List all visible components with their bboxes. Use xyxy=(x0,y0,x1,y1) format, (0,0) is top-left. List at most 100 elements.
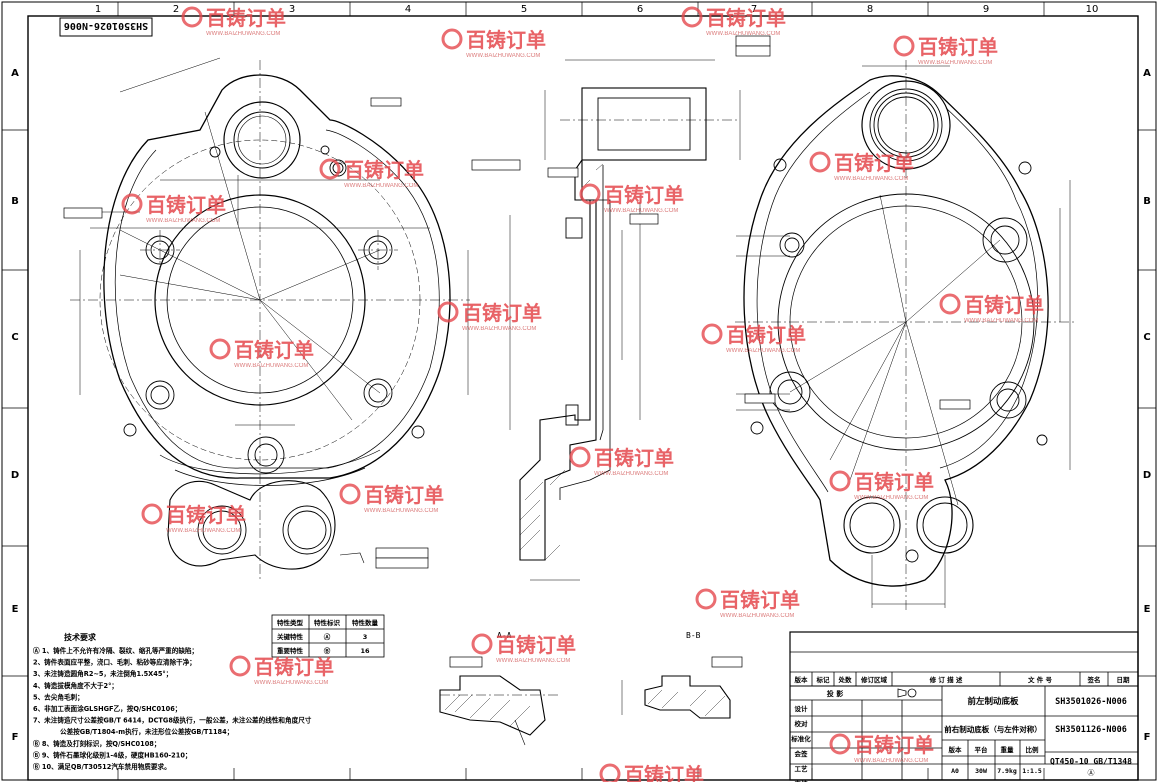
role-label: 工艺 xyxy=(795,764,809,773)
revision-header: 修 订 描 述 xyxy=(929,675,963,684)
revision-header: 签名 xyxy=(1087,675,1101,684)
grid-row-label-right: F xyxy=(1144,732,1151,743)
right-view-tolerance-frames xyxy=(744,393,971,410)
watermark-brand: 百铸订单 xyxy=(854,733,934,757)
watermark-brand: 百铸订单 xyxy=(254,655,334,679)
watermark-brand: 百铸订单 xyxy=(206,6,286,30)
detail-section-left xyxy=(439,675,560,746)
revision-header: 修订区域 xyxy=(860,675,888,684)
watermark-brand: 百铸订单 xyxy=(720,588,800,612)
role-label: 校对 xyxy=(795,719,809,728)
watermark-url: WWW.BAIZHUWANG.COM xyxy=(706,31,780,37)
feature-table-header: 特性标识 xyxy=(314,618,341,627)
watermark-brand: 百铸订单 xyxy=(964,293,1044,317)
watermark-brand: 百铸订单 xyxy=(234,338,314,362)
watermark-layer: 百铸订单WWW.BAIZHUWANG.COM百铸订单WWW.BAIZHUWANG… xyxy=(121,6,1044,782)
watermark-url: WWW.BAIZHUWANG.COM xyxy=(206,31,280,37)
spec-value: 1:1.5 xyxy=(1022,767,1042,775)
grid-row-label: A xyxy=(11,68,19,79)
watermark-url: WWW.BAIZHUWANG.COM xyxy=(254,680,328,686)
watermark-brand: 百铸订单 xyxy=(706,6,786,30)
feature-table-header: 特性类型 xyxy=(277,618,304,627)
feature-table-cell: 关键特性 xyxy=(277,632,304,641)
grid-row-label: F xyxy=(12,732,19,743)
part-name-2: 前右制动底板（与左件对称） xyxy=(944,724,1042,734)
grid-row-label: B xyxy=(11,196,19,207)
watermark-url: WWW.BAIZHUWANG.COM xyxy=(234,363,308,369)
title-block xyxy=(789,631,1139,781)
grid-col-label: 10 xyxy=(1086,4,1099,15)
watermark-brand: 百铸订单 xyxy=(726,323,806,347)
grid-col-label: 4 xyxy=(405,4,411,15)
grid-row-label-right: B xyxy=(1143,196,1151,207)
watermark-url: WWW.BAIZHUWANG.COM xyxy=(854,758,928,764)
watermark-url: WWW.BAIZHUWANG.COM xyxy=(604,208,678,214)
revision-header: 标记 xyxy=(816,675,831,684)
watermark-brand: 百铸订单 xyxy=(624,763,704,782)
notes-title: 技术要求 xyxy=(64,632,97,642)
feature-table-cell: Ⓑ xyxy=(324,646,331,655)
notes-item: 公差按GB/T1804-m执行，未注形位公差按GB/T1184； xyxy=(60,727,233,736)
grid-row-label: C xyxy=(11,332,18,343)
watermark-url: WWW.BAIZHUWANG.COM xyxy=(720,613,794,619)
notes-item: 2、铸件表面应平整，浇口、毛刺、粘砂等应清除干净； xyxy=(33,658,196,667)
watermark-url: WWW.BAIZHUWANG.COM xyxy=(364,508,438,514)
front-view-left xyxy=(70,57,470,580)
notes-item: Ⓑ 8、铸造及打刻标识，按Q/SHC0108； xyxy=(33,739,160,748)
detail-section-right xyxy=(621,675,731,719)
watermark-url: WWW.BAIZHUWANG.COM xyxy=(918,60,992,66)
grid-row-label-right: E xyxy=(1144,604,1151,615)
revision-header: 处数 xyxy=(838,675,853,684)
grid-col-label: 6 xyxy=(637,4,643,15)
watermark-url: WWW.BAIZHUWANG.COM xyxy=(166,528,240,534)
notes-item: Ⓑ 9、铸件石墨球化级别1-4级，硬度HB160-210； xyxy=(33,750,192,759)
role-label: 审核 xyxy=(795,779,809,782)
watermark-url: WWW.BAIZHUWANG.COM xyxy=(462,326,536,332)
role-label: 会签 xyxy=(795,749,809,758)
spec-header: 版本 xyxy=(948,745,963,754)
spec-value: A0 xyxy=(951,767,959,775)
feature-table xyxy=(271,614,385,658)
notes-item: 5、去尖角毛刺； xyxy=(33,692,84,701)
watermark-brand: 百铸订单 xyxy=(604,183,684,207)
watermark-brand: 百铸订单 xyxy=(466,28,546,52)
notes-item: 6、非加工表面涂GLSHGF乙，按Q/SHC0106； xyxy=(33,704,181,713)
projection-label: 投 影 xyxy=(827,689,843,698)
spec-value: 7.9kg xyxy=(997,767,1017,775)
grid-row-label: E xyxy=(12,604,19,615)
watermark-url: WWW.BAIZHUWANG.COM xyxy=(344,183,418,189)
watermark-brand: 百铸订单 xyxy=(594,446,674,470)
role-label: 标准化 xyxy=(790,734,811,743)
watermark-brand: 百铸订单 xyxy=(834,151,914,175)
notes-item: 4、铸造拔模角度不大于2°； xyxy=(33,681,118,690)
revision-header: 日期 xyxy=(1117,675,1131,684)
watermark-brand: 百铸订单 xyxy=(854,470,934,494)
grid-col-label: 9 xyxy=(983,4,989,15)
watermark-url: WWW.BAIZHUWANG.COM xyxy=(726,348,800,354)
watermark-brand: 百铸订单 xyxy=(462,301,542,325)
watermark-brand: 百铸订单 xyxy=(146,193,226,217)
drawing-number-box: SH3501026-N006 xyxy=(59,17,153,37)
feature-table-cell: Ⓐ xyxy=(324,632,331,641)
spec-header: 平台 xyxy=(975,745,989,754)
section-label-left: A-A xyxy=(497,631,512,640)
section-tolerance-frames xyxy=(547,35,771,225)
grid-col-label: 2 xyxy=(173,4,179,15)
watermark-url: WWW.BAIZHUWANG.COM xyxy=(466,53,540,59)
material-spec: QT450-10 GB/T1348 xyxy=(1050,757,1132,766)
